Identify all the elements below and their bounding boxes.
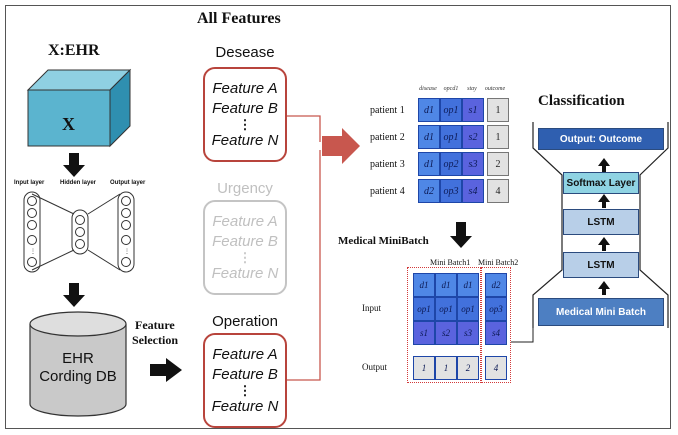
table-cell: 1 [487, 98, 509, 122]
batch-output-cell: 1 [435, 356, 457, 380]
table-cell: s2 [462, 125, 484, 149]
table-cell: d1 [418, 152, 440, 176]
column-header: stay [467, 86, 477, 92]
lstm-block-lower: LSTM [563, 252, 639, 278]
feature-item: Feature N [211, 397, 279, 415]
batch1-frame [407, 267, 481, 383]
hidden-layer-label: Hidden layer [60, 180, 97, 186]
svg-text:⋮: ⋮ [124, 249, 130, 255]
table-cell: d1 [418, 98, 440, 122]
batch1-label: Mini Batch1 [430, 258, 471, 267]
patient-label: patient 4 [370, 186, 405, 197]
output-label: Output [362, 362, 388, 372]
batch-cell: d1 [435, 273, 457, 297]
batch-cell: op1 [435, 297, 457, 321]
batch-cell: s3 [457, 321, 479, 345]
table-cell: op3 [440, 179, 462, 203]
minibatch-title: Medical MiniBatch [338, 235, 429, 247]
table-cell: s4 [462, 179, 484, 203]
batch-cell: s2 [435, 321, 457, 345]
medical-mini-batch-block: Medical Mini Batch [538, 298, 664, 326]
batch-output-cell: 1 [413, 356, 435, 380]
svg-text:⋮: ⋮ [30, 249, 36, 255]
batch-cell: d1 [413, 273, 435, 297]
feature-selection-label-1: Feature [135, 318, 175, 332]
feature-selection-label-2: Selection [132, 333, 178, 347]
figure-frame [5, 5, 671, 429]
figure-title: All Features [197, 10, 281, 27]
down-arrow-icon [450, 222, 472, 248]
table-cell: 2 [487, 152, 509, 176]
table-cell: d2 [418, 179, 440, 203]
ellipsis-icon: ⋮ [238, 382, 252, 398]
batch2-label: Mini Batch2 [478, 258, 519, 267]
neural-network-icon: ⋮⋮ [23, 191, 135, 273]
patient-label: patient 3 [370, 159, 405, 170]
batch-cell: s4 [485, 321, 507, 345]
column-header: opcd1 [443, 86, 459, 92]
batch-cell: s1 [413, 321, 435, 345]
batch-cell: op1 [413, 297, 435, 321]
down-arrow-icon [63, 153, 85, 177]
patient-label: patient 2 [370, 132, 405, 143]
patient-label: patient 1 [370, 105, 405, 116]
batch2-frame [481, 267, 511, 383]
output-outcome-block: Output: Outcome [538, 128, 664, 150]
feature-item: Feature N [211, 264, 279, 282]
right-arrow-icon [150, 358, 182, 382]
down-arrow-icon [63, 283, 85, 307]
batch-cell: d1 [457, 273, 479, 297]
input-label: Input [362, 303, 381, 313]
table-cell: op1 [440, 125, 462, 149]
batch-cell: op3 [485, 297, 507, 321]
db-label-line1: EHR [62, 350, 94, 367]
column-header: outcome [484, 86, 506, 92]
feature-item: Feature A [212, 345, 278, 363]
feature-item: Feature B [212, 99, 278, 117]
batch-cell: op1 [457, 297, 479, 321]
classification-title: Classification [538, 93, 625, 109]
database-icon [29, 311, 127, 417]
ehr-cube [26, 68, 132, 148]
feature-item: Feature B [212, 232, 278, 250]
table-cell: s1 [462, 98, 484, 122]
group-title-operation: Operation [212, 313, 278, 330]
table-cell: s3 [462, 152, 484, 176]
input-layer-label: Input layer [14, 180, 45, 186]
feature-box-urgency: Feature A Feature B ⋮ Feature N [203, 200, 287, 295]
feature-item: Feature A [212, 212, 278, 230]
ellipsis-icon: ⋮ [238, 249, 252, 265]
feature-item: Feature A [212, 79, 278, 97]
table-cell: 1 [487, 125, 509, 149]
group-title-urgency: Urgency [217, 180, 273, 197]
lstm-block-upper: LSTM [563, 209, 639, 235]
ellipsis-icon: ⋮ [238, 116, 252, 132]
table-cell: op2 [440, 152, 462, 176]
column-header: disease [419, 86, 437, 92]
table-cell: 4 [487, 179, 509, 203]
batch-output-cell: 2 [457, 356, 479, 380]
db-label-line2: Cording DB [39, 368, 117, 385]
feature-item: Feature B [212, 365, 278, 383]
output-layer-label: Output layer [110, 180, 146, 186]
feature-box-desease: Feature A Feature B ⋮ Feature N [203, 67, 287, 162]
batch-cell: d2 [485, 273, 507, 297]
table-cell: d1 [418, 125, 440, 149]
feature-item: Feature N [211, 131, 279, 149]
cube-letter: X [62, 114, 75, 134]
group-title-desease: Desease [215, 44, 275, 61]
table-cell: op1 [440, 98, 462, 122]
softmax-layer-block: Softmax Layer [563, 172, 639, 194]
batch-output-cell: 4 [485, 356, 507, 380]
feature-box-operation: Feature A Feature B ⋮ Feature N [203, 333, 287, 428]
ehr-title: X:EHR [48, 42, 100, 59]
